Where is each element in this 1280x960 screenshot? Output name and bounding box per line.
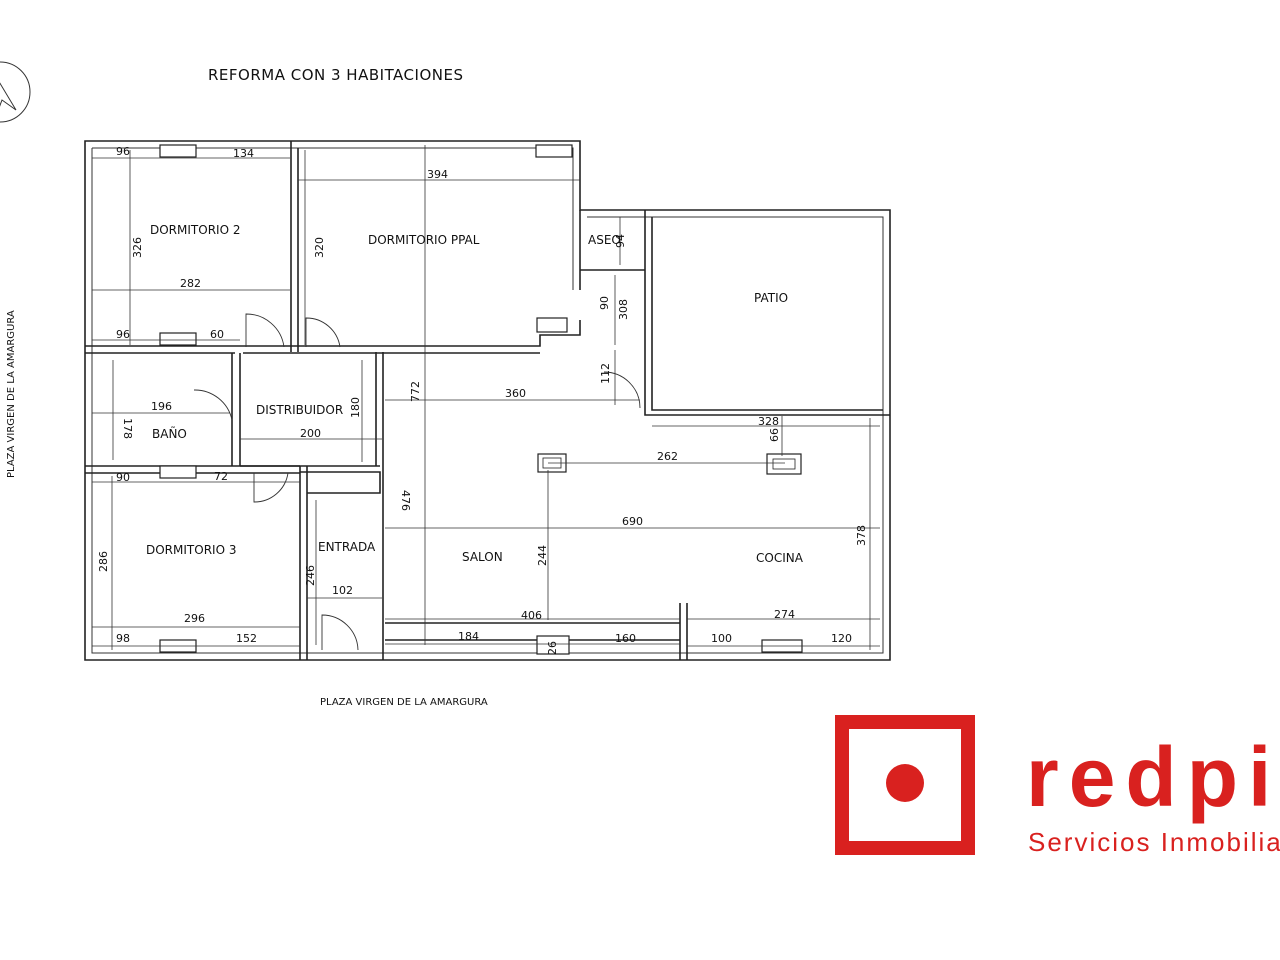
dimension-label: 282 — [180, 277, 201, 290]
dimension-label: 120 — [831, 632, 852, 645]
dimension-label: 60 — [210, 328, 224, 341]
dimension-label: 308 — [617, 299, 630, 320]
logo-tagline: Servicios Inmobilia — [1028, 827, 1280, 857]
plan-title: REFORMA CON 3 HABITACIONES — [208, 66, 463, 84]
dimension-label: 26 — [546, 641, 559, 655]
dimension-labels: 96 134 394 326 320 282 96 60 94 90 308 1… — [97, 145, 868, 655]
room-label-distribuidor: DISTRIBUIDOR — [256, 403, 343, 417]
side-street-label: PLAZA VIRGEN DE LA AMARGURA — [6, 310, 17, 478]
dimension-label: 690 — [622, 515, 643, 528]
dimension-label: 152 — [236, 632, 257, 645]
north-arrow-icon — [0, 61, 31, 123]
door-swing-icon — [305, 317, 341, 348]
dimension-label: 96 — [116, 145, 130, 158]
dimension-label: 296 — [184, 612, 205, 625]
doors — [193, 313, 641, 651]
window — [536, 317, 568, 333]
room-label-cocina: COCINA — [756, 551, 804, 565]
door-swing-icon — [193, 389, 233, 421]
dimension-label: 328 — [758, 415, 779, 428]
dimension-label: 406 — [521, 609, 542, 622]
door-swing-icon — [603, 371, 641, 409]
dimension-label: 98 — [116, 632, 130, 645]
dimension-label: 160 — [615, 632, 636, 645]
room-label-entrada: ENTRADA — [318, 540, 376, 554]
dimension-label: 134 — [233, 147, 254, 160]
room-label-aseo: ASEO — [588, 233, 621, 247]
dimension-label: 196 — [151, 400, 172, 413]
room-label-dormitorio-ppal: DORMITORIO PPAL — [368, 233, 480, 247]
dimension-label: 184 — [458, 630, 479, 643]
windows — [159, 144, 803, 655]
pillar — [766, 453, 802, 475]
dimension-label: 394 — [427, 168, 448, 181]
dimension-label: 72 — [214, 470, 228, 483]
dimension-label: 102 — [332, 584, 353, 597]
dimension-label: 262 — [657, 450, 678, 463]
dimension-label: 96 — [116, 328, 130, 341]
dimension-label: 180 — [349, 397, 362, 418]
window — [159, 465, 197, 479]
dimension-label: 246 — [304, 565, 317, 586]
logo-brand: redpis — [1026, 730, 1280, 824]
room-label-dormitorio-2: DORMITORIO 2 — [150, 223, 240, 237]
dimension-label: 286 — [97, 551, 110, 572]
room-label-patio: PATIO — [754, 291, 788, 305]
dimension-label: 112 — [599, 363, 612, 384]
door-swing-icon — [245, 313, 285, 348]
door-swing-icon — [253, 472, 289, 503]
dimension-label: 244 — [536, 545, 549, 566]
window — [535, 144, 573, 158]
bottom-street-label: PLAZA VIRGEN DE LA AMARGURA — [320, 697, 488, 708]
dimension-label: 274 — [774, 608, 795, 621]
dimension-label: 200 — [300, 427, 321, 440]
room-labels: DORMITORIO 2 DORMITORIO PPAL ASEO PATIO … — [146, 223, 804, 565]
dimension-label: 326 — [131, 237, 144, 258]
dimension-label: 378 — [855, 525, 868, 546]
room-label-bano: BAÑO — [152, 426, 187, 441]
dimension-label: 100 — [711, 632, 732, 645]
dimension-label: 90 — [598, 296, 611, 310]
outer-walls — [84, 140, 891, 661]
door-swing-icon — [321, 614, 359, 651]
dimension-label: 476 — [399, 490, 412, 511]
room-label-salon: SALON — [462, 550, 503, 564]
window — [536, 635, 570, 655]
dimension-label: 320 — [313, 237, 326, 258]
dimension-lines — [92, 145, 880, 650]
dimension-label: 360 — [505, 387, 526, 400]
interior-walls — [85, 141, 890, 660]
redpis-logo: redpis Servicios Inmobilia — [835, 715, 1280, 857]
room-label-dormitorio-3: DORMITORIO 3 — [146, 543, 236, 557]
dimension-label: 90 — [116, 471, 130, 484]
dimension-label: 66 — [768, 428, 781, 442]
window — [159, 332, 197, 346]
dimension-label: 178 — [121, 418, 134, 439]
dimension-label: 94 — [614, 234, 627, 248]
window — [159, 144, 197, 158]
dimension-label: 772 — [409, 381, 422, 402]
